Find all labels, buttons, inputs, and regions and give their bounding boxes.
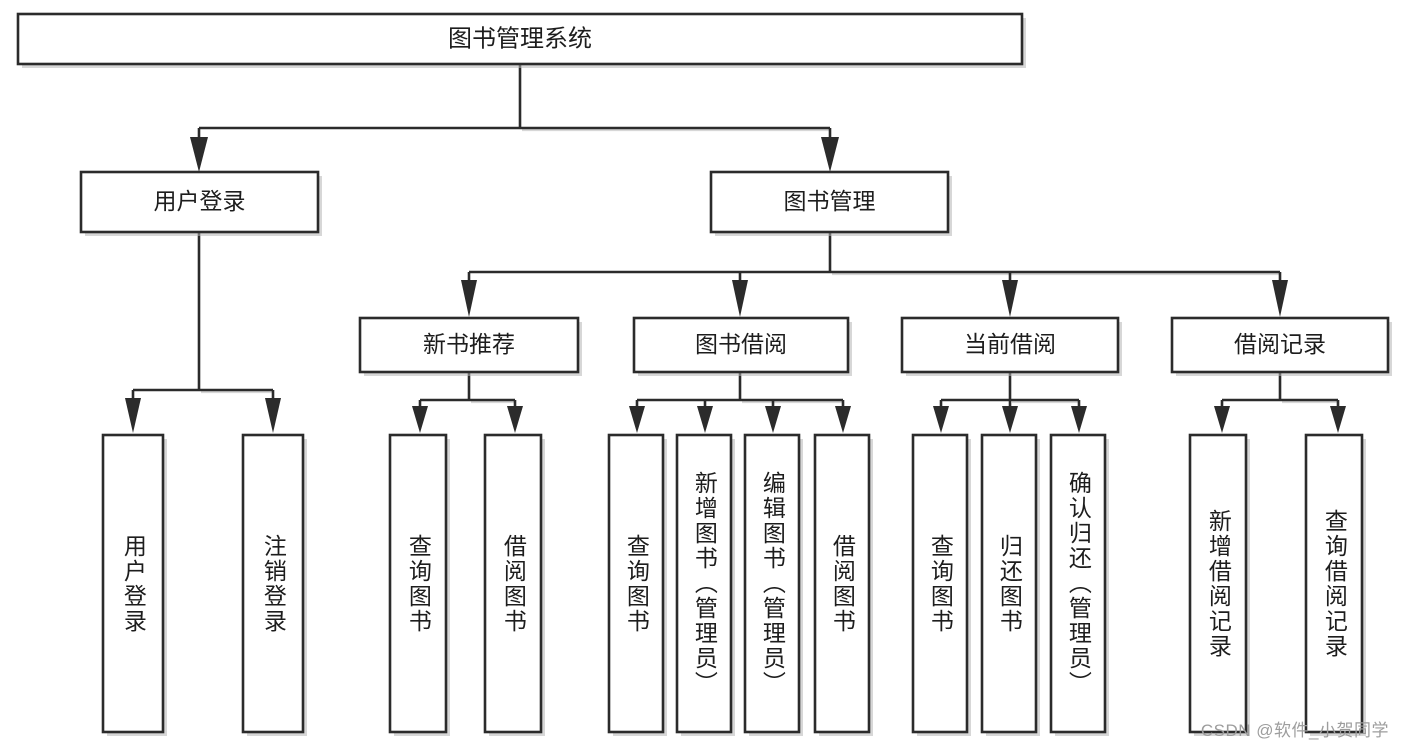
arrow-head-leaf-confirm-return xyxy=(1071,406,1087,433)
node-layer: 图书管理系统 用户登录 图书管理 新书推荐 图书借阅 当前借阅 借阅记录 xyxy=(16,12,1392,736)
node-book-borrow-label: 图书借阅 xyxy=(695,331,787,357)
node-borrow-record-label: 借阅记录 xyxy=(1234,331,1326,357)
node-leaf-query-book-2-box[interactable] xyxy=(607,433,665,734)
arrow-head-leaf-user-login xyxy=(125,398,141,433)
node-book-manage-box[interactable] xyxy=(709,170,950,234)
arrow-head-current-borrow xyxy=(1002,280,1018,317)
arrow-head-leaf-query-record xyxy=(1330,406,1346,433)
node-new-book-rec-label: 新书推荐 xyxy=(423,331,515,357)
node-leaf-borrow-book-2-box[interactable] xyxy=(813,433,871,734)
node-leaf-add-book-box[interactable] xyxy=(675,433,733,734)
node-leaf-add-record-box[interactable] xyxy=(1188,433,1248,734)
node-leaf-return-book-box[interactable] xyxy=(980,433,1038,734)
arrow-head-leaf-query-book-1 xyxy=(412,406,428,433)
node-current-borrow-label: 当前借阅 xyxy=(964,331,1056,357)
node-leaf-edit-book-box[interactable] xyxy=(743,433,801,734)
node-leaf-logout-box[interactable] xyxy=(241,433,305,734)
arrow-head-new-book-rec xyxy=(461,280,477,317)
node-leaf-user-login-box[interactable] xyxy=(101,433,165,734)
node-leaf-query-book-3-box[interactable] xyxy=(911,433,969,734)
node-leaf-query-book-1-box[interactable] xyxy=(388,433,448,734)
arrow-head-book-borrow xyxy=(732,280,748,317)
node-current-borrow-box[interactable] xyxy=(900,316,1120,374)
arrow-head-leaf-query-book-2 xyxy=(629,406,645,433)
node-root-box[interactable] xyxy=(16,12,1024,66)
arrow-head-to-book-manage xyxy=(821,137,839,172)
arrow-head-leaf-add-book xyxy=(697,406,713,433)
node-leaf-confirm-return-box[interactable] xyxy=(1049,433,1107,734)
node-book-borrow-box[interactable] xyxy=(632,316,850,374)
arrow-head-leaf-query-book-3 xyxy=(933,406,949,433)
arrow-head-leaf-logout xyxy=(265,398,281,433)
arrow-head-to-user-login xyxy=(190,137,208,172)
edge-layer xyxy=(125,64,1346,433)
arrow-head-leaf-borrow-book-2 xyxy=(835,406,851,433)
node-leaf-borrow-book-1-box[interactable] xyxy=(483,433,543,734)
node-new-book-rec-box[interactable] xyxy=(358,316,580,374)
node-book-manage-label: 图书管理 xyxy=(784,188,876,214)
node-root-label: 图书管理系统 xyxy=(448,25,592,52)
node-user-login-label: 用户登录 xyxy=(154,188,246,214)
node-borrow-record-box[interactable] xyxy=(1170,316,1390,374)
node-leaf-query-record-box[interactable] xyxy=(1304,433,1364,734)
arrow-head-borrow-record xyxy=(1272,280,1288,317)
node-user-login-box[interactable] xyxy=(79,170,320,234)
arrow-head-leaf-add-record xyxy=(1214,406,1230,433)
arrow-head-leaf-borrow-book-1 xyxy=(507,406,523,433)
arrow-head-leaf-return-book xyxy=(1002,406,1018,433)
arrow-head-leaf-edit-book xyxy=(765,406,781,433)
